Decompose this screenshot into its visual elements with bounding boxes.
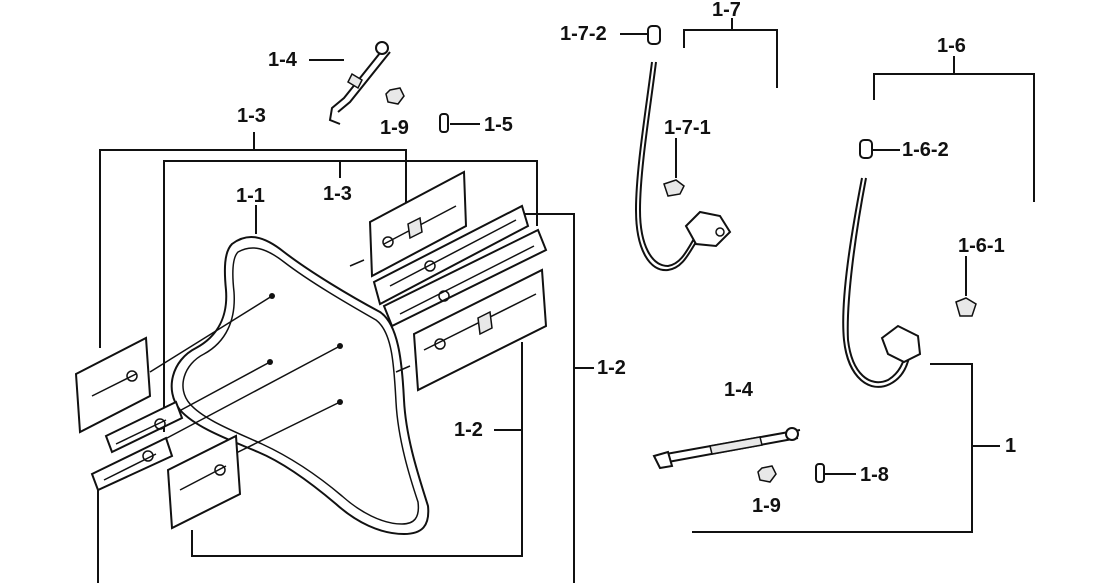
cable-terminal-1-7 [684, 210, 732, 248]
label-1-3-inner: 1-3 [323, 183, 352, 205]
plate-bottom [166, 434, 242, 530]
bracket-1-7 [683, 29, 778, 88]
plate-right-2 [372, 204, 530, 306]
label-1-7-1: 1-7-1 [664, 117, 711, 139]
label-1-7: 1-7 [712, 0, 741, 21]
cable-end-cap-1-6-2 [859, 139, 873, 159]
nut-1-9-bottom [757, 465, 777, 483]
label-1-8: 1-8 [860, 464, 889, 486]
bolt-1-6-1 [955, 297, 977, 317]
cable-end-cap-1-7-2 [647, 25, 661, 45]
bracket-lines [97, 18, 1035, 583]
part-labels: 1-7 1-7-2 1-7-1 1-6 1-6-2 1-6-1 1-4 1-9 … [236, 0, 1016, 517]
cable-1-7 [634, 25, 732, 272]
mounting-plates-left [74, 336, 242, 530]
cable-1-6 [842, 139, 977, 388]
mounting-plates-right [368, 170, 548, 392]
label-1-2-inner: 1-2 [454, 419, 483, 441]
cable-terminal-1-6 [880, 324, 922, 364]
label-1: 1 [1005, 435, 1016, 457]
label-1-3-outer: 1-3 [237, 105, 266, 127]
label-1-9-top: 1-9 [380, 117, 409, 139]
bracket-1-3-inner [163, 160, 538, 432]
label-1-4-top: 1-4 [268, 49, 298, 71]
bolt-1-7-1 [663, 179, 685, 197]
bracket-1 [692, 363, 973, 533]
bracket-1-2-right [524, 213, 575, 583]
bracket-1-2-inner [191, 342, 523, 557]
rod-1-4-bottom [652, 427, 825, 483]
label-1-7-2: 1-7-2 [560, 23, 607, 45]
label-1-1: 1-1 [236, 185, 265, 207]
label-1-6: 1-6 [937, 35, 966, 57]
windshield-1-1 [149, 236, 430, 536]
bolt-1-5 [439, 113, 449, 133]
windshield-body [170, 236, 430, 536]
bolt-1-8 [815, 463, 825, 483]
rod-1-4-top [328, 41, 449, 133]
label-1-2-right: 1-2 [597, 357, 626, 379]
cable-wire-1-7 [634, 61, 701, 272]
label-1-6-1: 1-6-1 [958, 235, 1005, 257]
cable-wire-1-6 [842, 177, 911, 388]
label-1-5: 1-5 [484, 114, 513, 136]
label-1-9-bottom: 1-9 [752, 495, 781, 517]
label-1-6-2: 1-6-2 [902, 139, 949, 161]
nut-1-9-top [385, 87, 405, 105]
bracket-1-6 [873, 73, 1035, 202]
plate-left-3 [90, 436, 174, 492]
label-1-4-bottom: 1-4 [724, 379, 754, 401]
